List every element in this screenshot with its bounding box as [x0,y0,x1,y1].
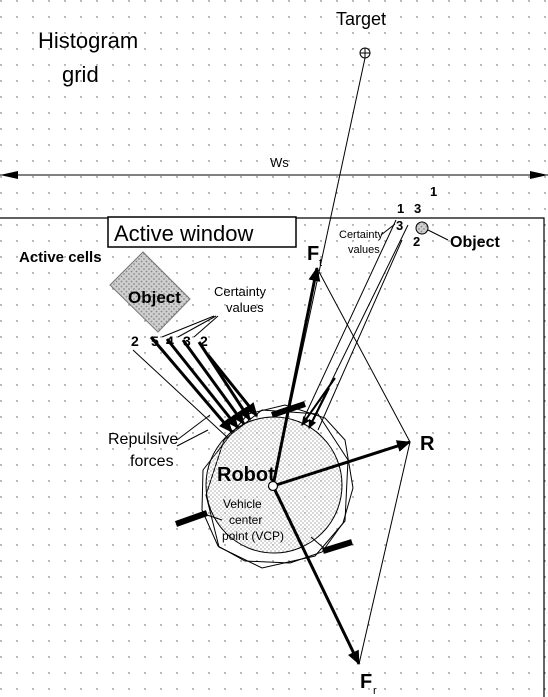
title-line1: Histogram [38,28,138,53]
vcp-label-line1: Vehicle [223,497,262,511]
object-left-label: Object [128,288,181,307]
repulsive-label-pointers [176,414,211,447]
active-cells-label: Active cells [19,249,102,266]
certainty-right-pointers [380,223,396,236]
right-cell-value: 3 [396,218,403,233]
object-right-icon [415,221,449,241]
vcp-point [267,480,279,492]
object-left-shape [109,251,191,333]
right-cell-value: 1 [397,201,404,216]
repulsive-force-arrows-right [301,219,409,431]
right-cell-value: 3 [414,201,421,216]
vcp-label-line2: center [229,513,262,527]
target-icon [359,47,371,59]
robot-label: Robot [217,464,275,486]
ft-vector [271,267,321,487]
repulsive-forces-line2: forces [130,453,174,470]
active-window-label: Active window [114,221,254,246]
ft-subscript: t [319,257,322,269]
certainty-left-line2: values [226,300,264,315]
ft-label: F [307,243,319,265]
left-cell-value: 3 [183,333,191,349]
certainty-right-line2: values [348,244,380,256]
certainty-left-line1: Certainty [214,284,267,299]
active-window-label-box [107,216,297,248]
repulsive-force-arrows-left [132,336,259,439]
left-cell-value: 2 [200,333,208,349]
fr-label: F [360,671,372,693]
right-cell-value: 1 [430,184,437,199]
fr-subscript: r [373,685,377,697]
vector-construction-lines [316,267,411,665]
ws-dimension-line [0,171,548,179]
ws-label: Ws [270,155,289,170]
right-cell-value: 2 [413,234,420,249]
r-vector [272,440,411,488]
repulsive-forces-line1: Repulsive [108,431,178,448]
certainty-left-pointers [161,315,219,338]
certainty-right-line1: Certainty [339,229,384,241]
fr-vector [271,485,361,665]
r-label: R [420,433,435,455]
target-label: Target [336,9,386,29]
object-right-label: Object [450,234,500,251]
left-cell-value: 2 [131,333,139,349]
vcp-label-line3: point (VCP) [222,529,284,543]
title-line2: grid [62,62,99,87]
